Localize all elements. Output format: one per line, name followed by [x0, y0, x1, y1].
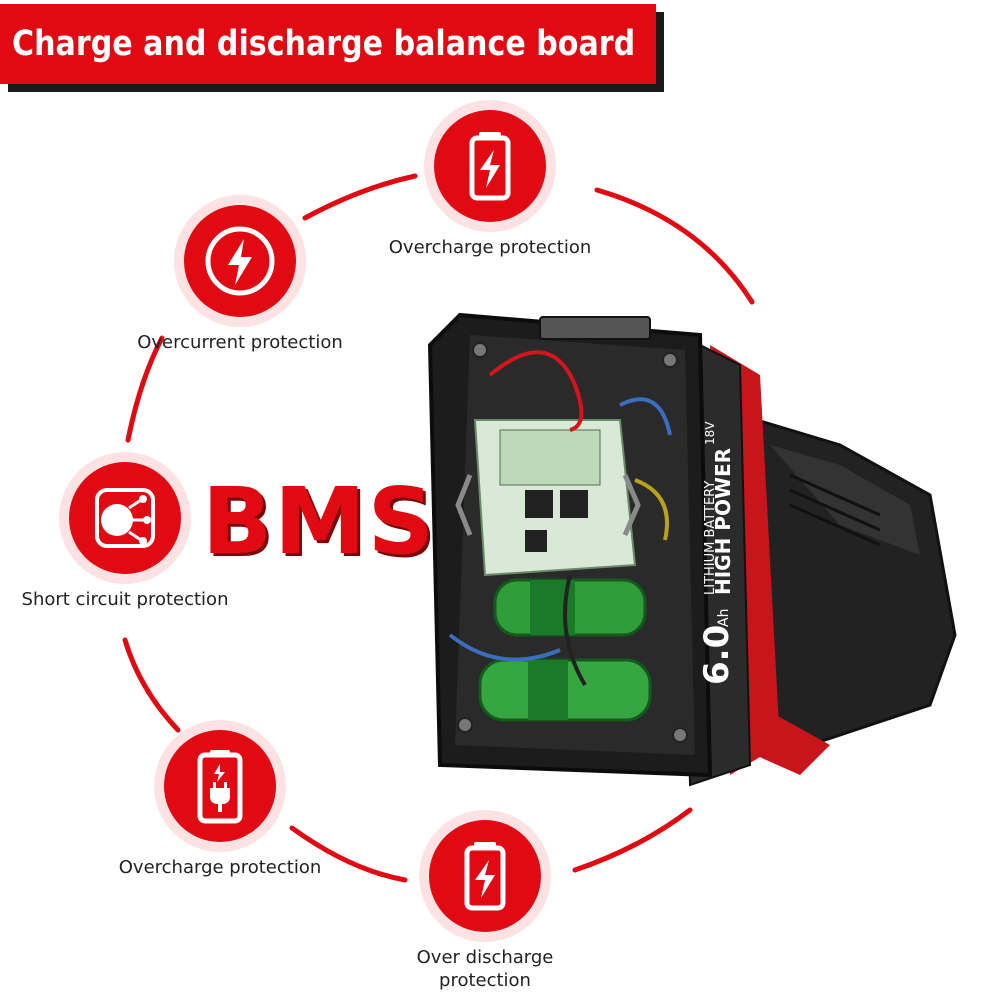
banner-title: Charge and discharge balance board: [12, 24, 636, 64]
title-banner: Charge and discharge balance board: [0, 4, 656, 84]
feature-left-label: Short circuit protection: [21, 589, 229, 610]
short-circuit-icon: [95, 488, 155, 548]
feature-left: Short circuit protection: [15, 462, 235, 611]
battery-bolt-icon: [464, 842, 506, 911]
high-power-text: HIGH POWER: [711, 448, 735, 595]
feature-upper-left-label: Overcurrent protection: [137, 332, 343, 353]
battery-plug-icon: [197, 750, 243, 824]
feature-bottom: Over discharge protection: [375, 820, 595, 992]
capacity-text: 6.0: [697, 625, 737, 685]
feature-top-badge: [434, 110, 546, 222]
feature-left-badge: [69, 462, 181, 574]
lightning-circle-icon: [205, 226, 275, 296]
feature-lower-left: Overcharge protection: [110, 730, 330, 879]
feature-bottom-label: Over discharge protection: [416, 947, 554, 991]
lithium-battery-text: LITHIUM BATTERY: [703, 481, 718, 595]
capacity-unit-text: Ah: [716, 609, 732, 627]
battery-bolt-icon: [469, 132, 511, 201]
feature-upper-left-badge: [184, 205, 296, 317]
voltage-text: 18V: [703, 421, 717, 445]
feature-top: Overcharge protection: [380, 110, 600, 259]
feature-top-label: Overcharge protection: [388, 237, 592, 258]
feature-lower-left-badge: [164, 730, 276, 842]
battery-pack-image: 6.0 Ah LITHIUM BATTERY HIGH POWER 18V: [427, 312, 957, 787]
feature-lower-left-label: Overcharge protection: [118, 857, 322, 878]
feature-upper-left: Overcurrent protection: [130, 205, 350, 354]
bms-logo: BMS: [202, 468, 436, 575]
feature-bottom-badge: [429, 820, 541, 932]
